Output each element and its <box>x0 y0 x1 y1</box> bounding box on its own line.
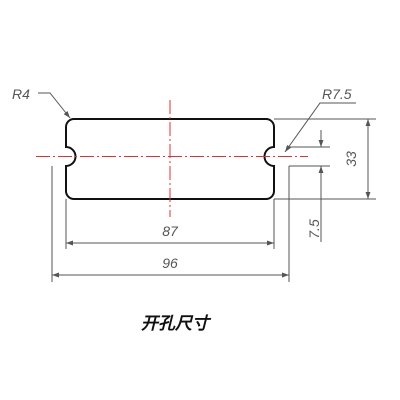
label-96: 96 <box>162 255 178 271</box>
label-87: 87 <box>162 223 179 239</box>
label-7-5: 7.5 <box>306 219 322 239</box>
label-33: 33 <box>343 151 359 167</box>
label-r7-5: R7.5 <box>322 86 352 102</box>
label-r4: R4 <box>12 86 30 102</box>
leader-r7-5 <box>284 102 356 153</box>
caption-cutout-size: 开孔尺寸 <box>141 314 209 334</box>
leader-r4 <box>38 92 71 119</box>
cutout-outline <box>65 118 275 200</box>
